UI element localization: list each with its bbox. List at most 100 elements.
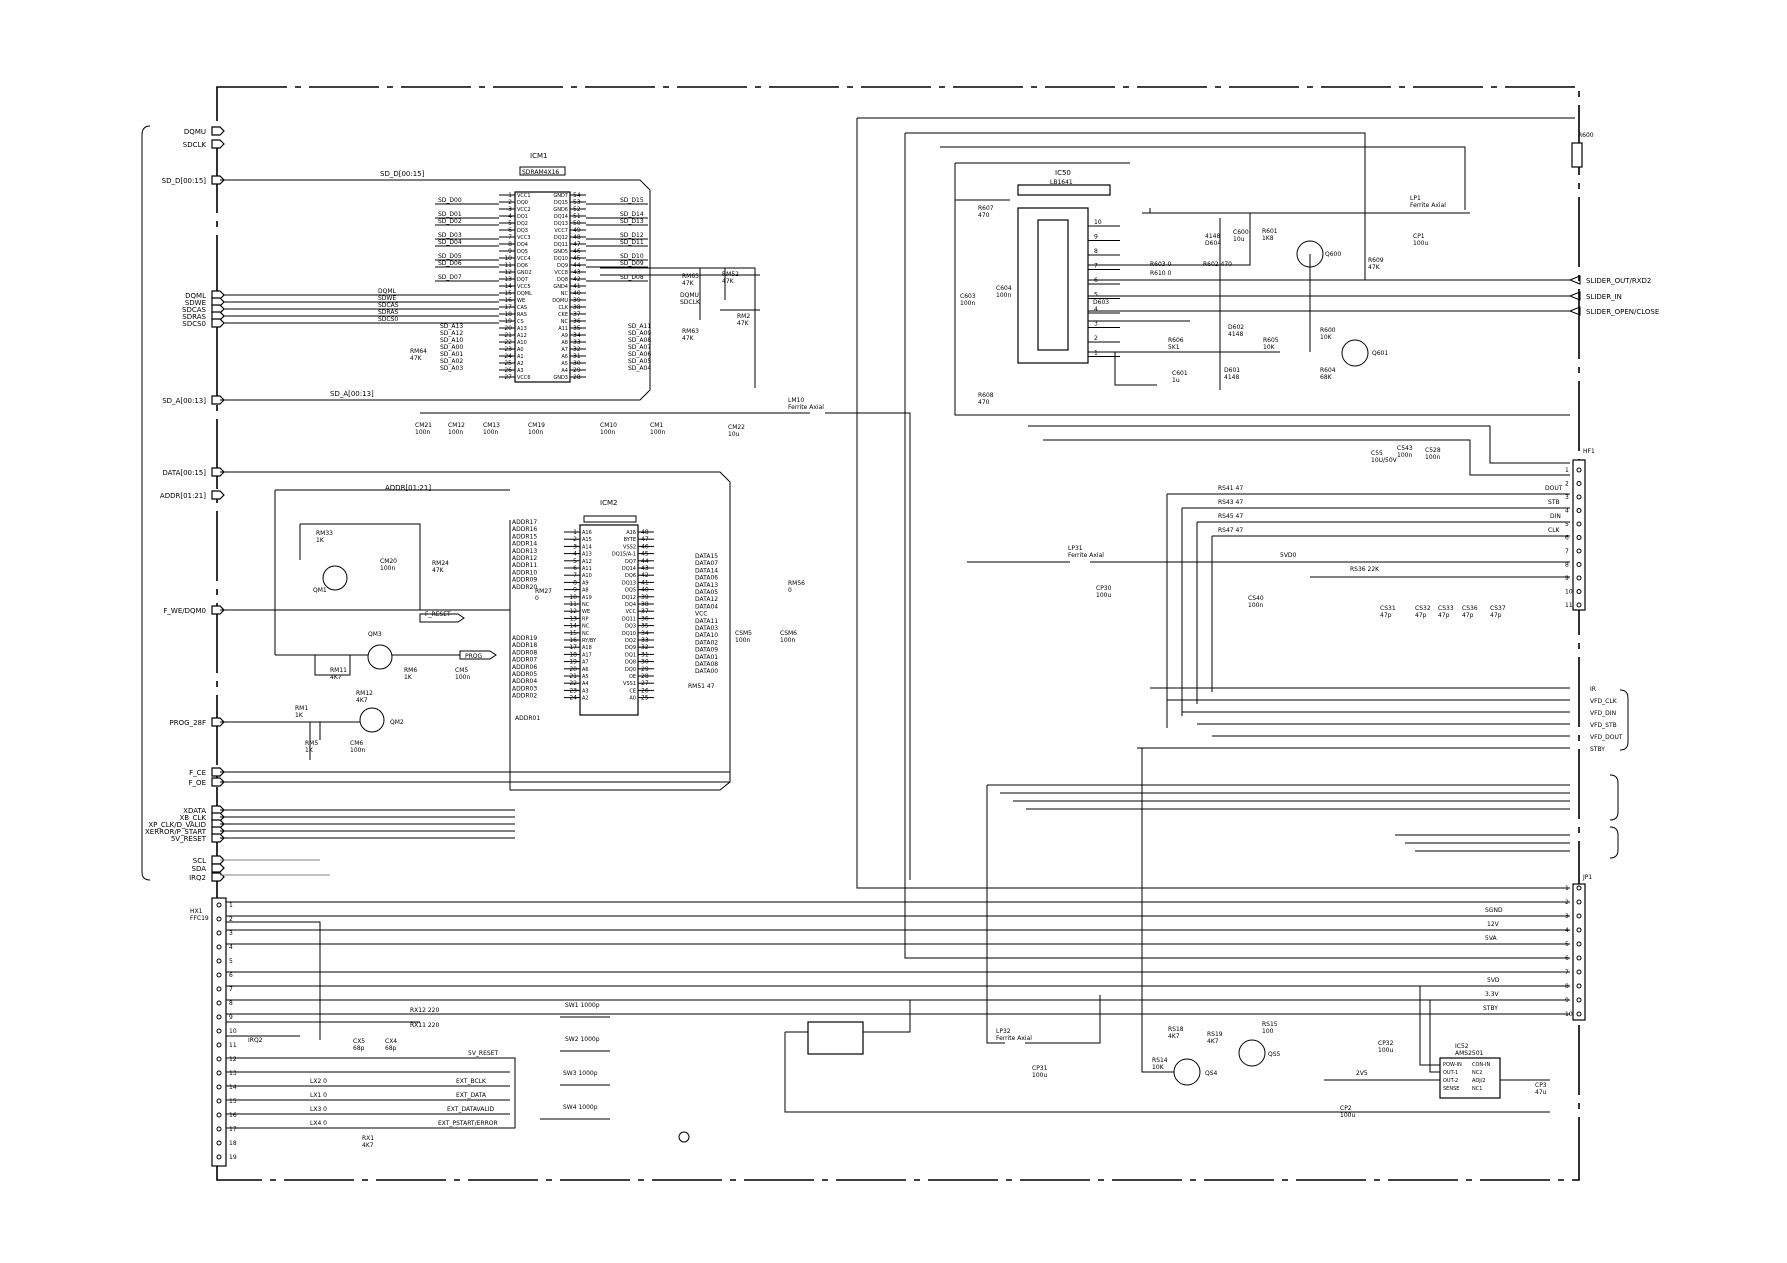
hf1-contact-8 xyxy=(1576,562,1582,567)
5vd0-rail xyxy=(967,561,1570,578)
hf1-power-wires xyxy=(1028,425,1570,476)
port-data-bus: DATA[00:15] xyxy=(162,469,206,477)
icm1-pinname-1: VCC1 xyxy=(517,193,531,199)
qs5-transistor xyxy=(1238,1039,1266,1067)
jp1-contact-10 xyxy=(1576,1011,1582,1017)
hf1-vfd-wires xyxy=(1166,494,1213,728)
icm2-net2-addr06: ADDR06 xyxy=(512,664,537,671)
icm1r-pinname-41: GND4 xyxy=(553,284,568,290)
board-frame xyxy=(216,86,1580,1181)
icm2-rnet-7: DATA04 xyxy=(695,603,718,610)
icm1-net-sd_d03: SD_D03 xyxy=(438,232,462,239)
icm1-pinname-15: DQML xyxy=(517,291,532,297)
icm2r-pinname-44: DQ7 xyxy=(625,559,636,565)
hf1-pin-10: 10 xyxy=(1565,589,1573,596)
port-scl: SCL xyxy=(193,857,206,865)
sdram-bus-outline xyxy=(220,179,651,401)
icm1-pinname-11: DQ6 xyxy=(517,263,528,269)
qm3-transistor xyxy=(367,644,393,670)
port-irq2: IRQ2 xyxy=(189,874,206,882)
icm1-pinname-2: DQ0 xyxy=(517,200,528,206)
f-reset-tag xyxy=(419,613,465,623)
icm1r-pinname-34: A9 xyxy=(561,333,568,339)
port-tag-sdclk xyxy=(211,139,225,149)
hx1-contact-4 xyxy=(216,944,222,950)
icm2-net-addr15: ADDR15 xyxy=(512,533,537,540)
icm1-addr-r-sd_a07: SD_A07 xyxy=(628,344,651,351)
port-sdcas: SDCAS xyxy=(182,306,207,314)
icm2-net-addr14: ADDR14 xyxy=(512,541,537,548)
hx1-pin-3: 3 xyxy=(229,930,233,937)
icm1r-pinname-54: GND7 xyxy=(553,193,568,199)
icm1r-pinname-48: DQ12 xyxy=(554,235,568,241)
jp1-contact-8 xyxy=(1576,983,1582,989)
qm2-transistor xyxy=(359,707,385,733)
hx1-pin-7: 7 xyxy=(229,986,233,993)
hx1-contact-12 xyxy=(216,1056,222,1062)
jp1-ref: JP1 xyxy=(1582,874,1592,881)
hx1-pin-5: 5 xyxy=(229,958,233,965)
icm1r-pinname-29: A4 xyxy=(561,368,568,374)
icm2-rnet-1: DATA07 xyxy=(695,560,718,567)
icm1-addr-r-sd_a11: SD_A11 xyxy=(628,323,651,330)
addr-bus-wire xyxy=(274,489,510,655)
port-tag-f-we-dqmo xyxy=(211,605,225,615)
hx1-pin-17: 17 xyxy=(229,1126,237,1133)
icm1-net-sd_d09: SD_D09 xyxy=(620,260,644,267)
icm2-right-pins: 48A1647BYTE46VSS245DQ15/A-144DQ743DQ1442… xyxy=(612,529,718,702)
port-tag-irq2 xyxy=(211,872,225,882)
ext-pstart: EXT_PSTART/ERROR xyxy=(438,1120,498,1127)
addr-net-label: ADDR[01:21] xyxy=(385,484,431,492)
icm2-rnet-10: DATA03 xyxy=(695,625,718,632)
ic52-pin-4: CON-IN xyxy=(1472,1062,1490,1068)
bottom-power-wires xyxy=(1141,748,1550,1081)
x-bus-wires xyxy=(220,809,515,839)
hx1-pin-14: 14 xyxy=(229,1084,237,1091)
ic52-pin-7: NC1 xyxy=(1472,1086,1482,1092)
port-sdcs0: SDCS0 xyxy=(182,320,206,328)
left-port-group: DQMUSDCLKSD_D[00:15]DQMLSDWESDCASSDRASSD… xyxy=(145,126,225,882)
hf1-contact-5 xyxy=(1576,521,1582,527)
jp1-contact-4 xyxy=(1576,927,1582,933)
hf1-contact-7 xyxy=(1576,548,1582,554)
icm2-pinname-18: A17 xyxy=(582,652,592,658)
hx1-contact-17 xyxy=(216,1126,222,1132)
ic50-ref: IC50 xyxy=(1055,169,1071,177)
rs41: RS41 47 xyxy=(1218,485,1243,492)
icm2r-pinname-45: DQ15/A-1 xyxy=(612,552,636,558)
icm2r-pinname-42: DQ6 xyxy=(625,573,636,579)
jp1-contact-1 xyxy=(1576,885,1582,891)
icm1r-pinname-28: GND3 xyxy=(553,375,568,381)
ic50-part: LB1641 xyxy=(1050,179,1073,186)
dqmu-net: DQMU xyxy=(680,292,699,299)
icm1r-pinname-31: A6 xyxy=(561,354,568,360)
ic52-pin-2: OUT-2 xyxy=(1443,1078,1458,1084)
ext-dvalid: EXT_DATAVALID xyxy=(447,1106,494,1113)
hx1-pin-1: 1 xyxy=(229,902,233,909)
5va: 5VA xyxy=(1485,935,1498,942)
hx1-contact-16 xyxy=(216,1112,222,1118)
icm1-pinname-27: VCC6 xyxy=(517,375,531,381)
ic52-pin-5: NC2 xyxy=(1472,1070,1482,1076)
hf1-contact-1 xyxy=(1576,467,1582,473)
ic52-chip xyxy=(1439,1057,1501,1099)
port-sdclk: SDCLK xyxy=(183,141,207,149)
icm2-rnet-16: DATA00 xyxy=(695,668,718,675)
jp1-wires xyxy=(226,118,1570,1015)
icm1-addr-sd_a02: SD_A02 xyxy=(440,358,463,365)
vfd-dout: VFD_DOUT xyxy=(1590,734,1623,741)
hf1-pin-6: 6 xyxy=(1565,535,1569,542)
icm1-net-sd_d10: SD_D10 xyxy=(620,253,644,260)
hx1-contact-14 xyxy=(216,1084,222,1090)
